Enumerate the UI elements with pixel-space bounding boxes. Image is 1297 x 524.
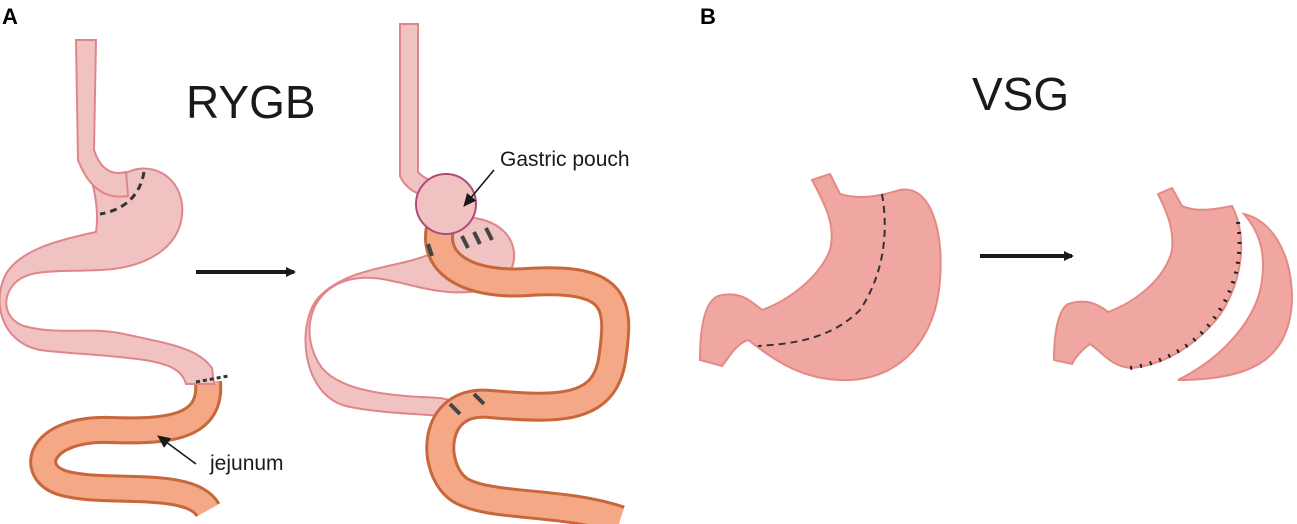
gastric-pouch	[415, 173, 477, 235]
remnant-stomach	[304, 216, 516, 420]
esophagus-before	[74, 39, 130, 198]
gastric-pouch-pointer	[463, 169, 495, 207]
roux-limb-inner	[427, 225, 628, 524]
vsg-sleeve-line	[757, 193, 886, 347]
gastric-pouch-label: Gastric pouch	[500, 148, 630, 171]
jejunum-label: jejunum	[209, 452, 284, 475]
panel-a-letter: A	[2, 4, 18, 29]
vsg-title: VSG	[972, 68, 1069, 120]
vsg-before-illustration	[698, 172, 942, 382]
vsg-sleeve-staples	[1129, 221, 1242, 370]
esophagus-after	[399, 23, 441, 198]
vsg-sleeve	[1052, 186, 1243, 370]
jejunum-before-inner	[32, 381, 220, 517]
rygb-before-illustration: jejunum	[0, 39, 284, 519]
rygb-title: RYGB	[186, 76, 316, 128]
vsg-stomach-before	[698, 172, 942, 382]
pouch-staples	[426, 227, 494, 416]
rygb-after-illustration: Gastric pouch	[304, 23, 631, 524]
staple-line-before	[99, 171, 146, 216]
panel-b-letter: B	[700, 4, 716, 29]
vsg-removed-portion	[1177, 212, 1294, 381]
jejunum-pointer	[157, 435, 197, 465]
jejunum-staple-line	[195, 374, 229, 384]
stomach-before-body	[0, 151, 216, 385]
vsg-after-illustration	[1052, 186, 1294, 381]
